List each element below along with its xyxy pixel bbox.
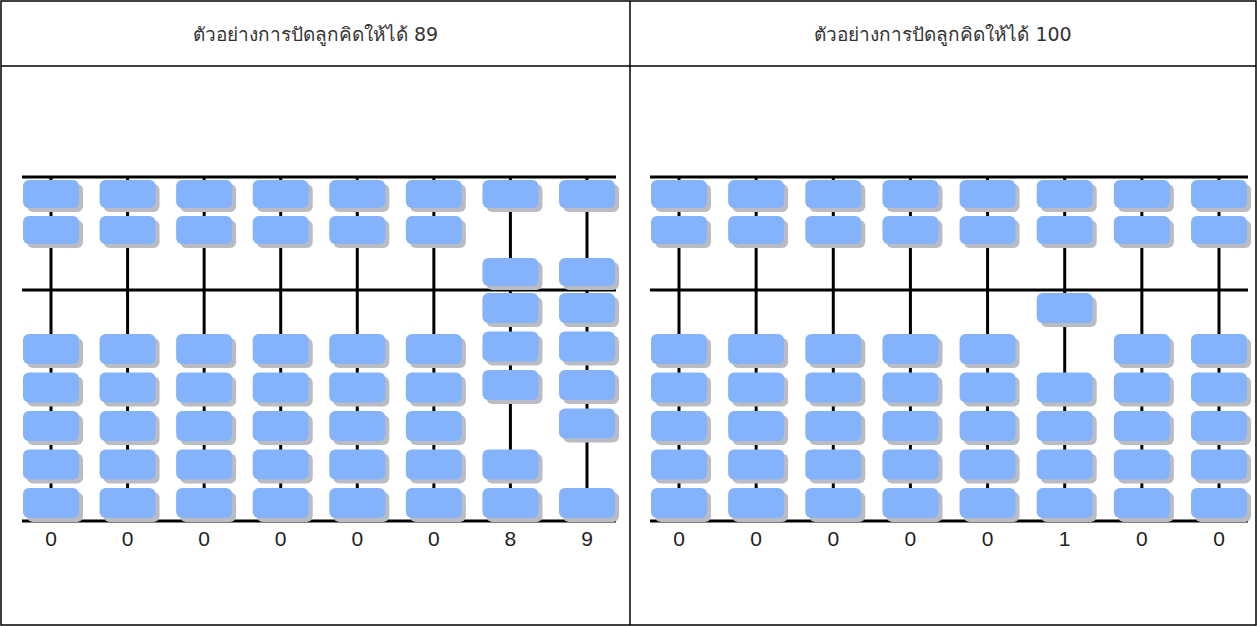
rod-value: 0 [673, 527, 685, 551]
rod-value: 8 [505, 527, 517, 551]
rod-value: 0 [122, 527, 134, 551]
abacus [22, 177, 619, 522]
rod-value: 0 [351, 527, 363, 551]
rod-value: 9 [581, 527, 593, 551]
header-cell: ตัวอย่างการปัดลูกคิดให้ได้ 89 [2, 2, 629, 65]
header-cell: ตัวอย่างการปัดลูกคิดให้ได้ 100 [631, 2, 1255, 65]
rod-value: 0 [428, 527, 440, 551]
rod-value: 0 [982, 527, 994, 551]
rod-value: 0 [275, 527, 287, 551]
header-text: ตัวอย่างการปัดลูกคิดให้ได้ 89 [193, 19, 438, 49]
rod-value: 0 [45, 527, 57, 551]
rod-value: 0 [750, 527, 762, 551]
rod-value: 0 [1213, 527, 1225, 551]
rod-value: 1 [1059, 527, 1071, 551]
rod-value: 0 [1136, 527, 1148, 551]
abacus [650, 177, 1251, 522]
rod-value: 0 [905, 527, 917, 551]
header-text: ตัวอย่างการปัดลูกคิดให้ได้ 100 [814, 19, 1071, 49]
rod-value: 0 [198, 527, 210, 551]
rod-value: 0 [827, 527, 839, 551]
